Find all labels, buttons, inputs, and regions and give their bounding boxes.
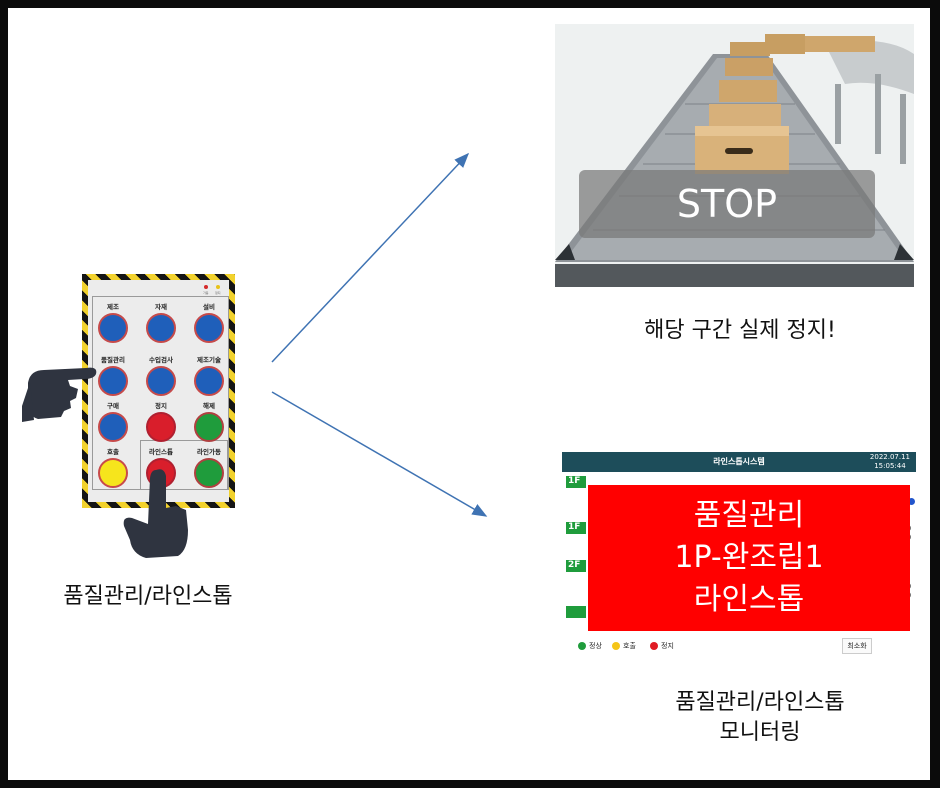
alert-line-process: 1P-완조립1 (674, 540, 824, 575)
alert-line-status: 라인스톱 (693, 582, 805, 617)
control-panel-face: 가동 정지 제조 자재 설비 품질관리 수입검사 제조기술 구매 정지 해제 (88, 280, 229, 502)
legend-normal-dot (578, 642, 586, 650)
led-label-stop: 정지 (215, 291, 221, 295)
line-stop-control-panel: 가동 정지 제조 자재 설비 품질관리 수입검사 제조기술 구매 정지 해제 (82, 274, 235, 508)
button-label-manufacturing: 제조 (107, 303, 119, 311)
pressing-hand-icon (123, 469, 188, 558)
button-label-call: 호출 (107, 448, 119, 456)
conveyor-caption: 해당 구간 실제 정지! (644, 318, 836, 343)
legend-normal-label: 정상 (589, 642, 602, 650)
yellow-indicator-led (216, 285, 220, 289)
line-status-bar (566, 606, 586, 618)
arrow-to-conveyor (271, 152, 470, 363)
led-label-run: 가동 (203, 291, 209, 295)
conveyor-belt-image: STOP (555, 24, 914, 287)
line-status-bar (566, 476, 586, 488)
monitor-caption: 품질관리/라인스톱 모니터링 (620, 688, 900, 748)
stop-button[interactable] (146, 412, 176, 442)
button-label-equipment: 설비 (203, 303, 215, 311)
button-label-line-stop: 라인스톱 (149, 448, 173, 456)
row-label: 1F (568, 522, 581, 532)
line-status-bar (566, 560, 586, 572)
button-label-stop: 정지 (155, 402, 167, 410)
conveyor-illustration (555, 24, 914, 287)
line-stop-button-group (140, 440, 228, 490)
monitor-header: 라인스톱시스템 2022.07.11 15:05:44 (562, 452, 916, 472)
cardboard-boxes (695, 34, 875, 174)
alert-line-department: 품질관리 (693, 498, 805, 533)
arrow-to-monitor (271, 391, 488, 517)
row-label: 2F (568, 560, 581, 570)
monitor-title: 라인스톱시스템 (713, 457, 765, 466)
button-label-quality: 품질관리 (101, 356, 125, 364)
monitor-datetime: 2022.07.11 15:05:44 (870, 453, 910, 471)
line-stop-alert: 품질관리 1P-완조립1 라인스톱 (588, 485, 910, 631)
red-indicator-led (204, 285, 208, 289)
quality-control-button[interactable] (98, 366, 128, 396)
equipment-button[interactable] (194, 313, 224, 343)
diagram-canvas: 가동 정지 제조 자재 설비 품질관리 수입검사 제조기술 구매 정지 해제 (8, 8, 930, 780)
manufacturing-tech-button[interactable] (194, 366, 224, 396)
status-dot (908, 498, 915, 505)
monitor-date: 2022.07.11 (869, 453, 910, 461)
button-label-incoming-inspection: 수입검사 (149, 356, 173, 364)
button-label-release: 해제 (203, 402, 215, 410)
button-label-purchasing: 구매 (107, 402, 119, 410)
button-label-line-run: 라인가동 (197, 448, 221, 456)
pointing-hand-icon (22, 367, 97, 422)
call-button[interactable] (98, 458, 128, 488)
materials-button[interactable] (146, 313, 176, 343)
button-label-materials: 자재 (155, 303, 167, 311)
release-button[interactable] (194, 412, 224, 442)
monitor-caption-line2: 모니터링 (719, 720, 801, 745)
minimize-button[interactable]: 최소화 (842, 638, 872, 654)
monitor-caption-line1: 품질관리/라인스톱 (675, 690, 845, 715)
stop-overlay: STOP (579, 170, 875, 238)
incoming-inspection-button[interactable] (146, 366, 176, 396)
monitor-time: 15:05:44 (874, 462, 906, 470)
legend-stop-dot (650, 642, 658, 650)
line-run-button[interactable] (194, 458, 224, 488)
purchasing-button[interactable] (98, 412, 128, 442)
connector-layer (22, 152, 488, 558)
line-status-bar (566, 522, 586, 534)
row-label: 1F (568, 476, 581, 486)
panel-caption: 품질관리/라인스톱 (63, 584, 233, 609)
manufacturing-button[interactable] (98, 313, 128, 343)
button-label-manufacturing-tech: 제조기술 (197, 356, 221, 364)
legend-call-dot (612, 642, 620, 650)
legend-call-label: 호출 (623, 642, 636, 650)
legend-stop-label: 정지 (661, 642, 674, 650)
